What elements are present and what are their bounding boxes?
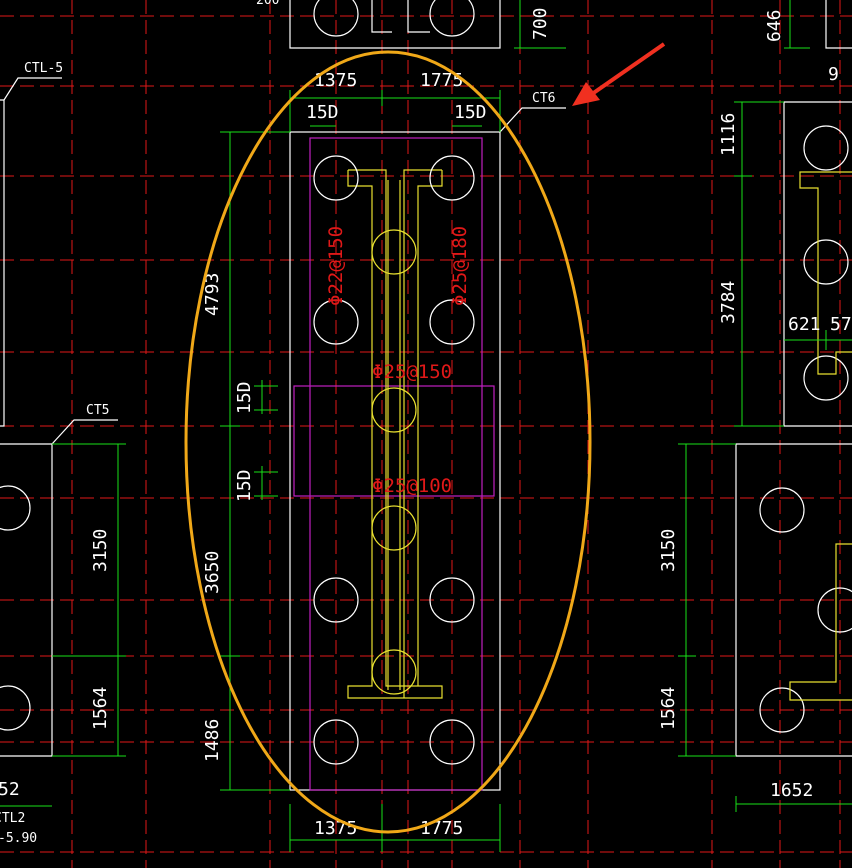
rebar-mid-bottom-label: Φ25@100	[372, 475, 452, 497]
dim-3650: 3650	[202, 551, 223, 594]
cut-top-label: 200	[256, 0, 279, 8]
ctl5-cap	[0, 77, 62, 427]
dim-top-left: 1375	[314, 70, 357, 91]
ct6-label: CT6	[532, 91, 555, 106]
rebar-left-label: Φ22@150	[325, 226, 347, 306]
right-lower-cap	[735, 443, 852, 757]
dim-1652: 1652	[770, 780, 813, 801]
dim-1564-left: 1564	[90, 687, 111, 730]
dim-bottom-right: 1775	[420, 818, 463, 839]
ct6-piles	[313, 155, 475, 765]
cut-right-top-label: 9	[828, 64, 839, 85]
dim-4793: 4793	[202, 273, 223, 316]
ct5-cap	[0, 419, 118, 757]
dim-3150-left: 3150	[90, 529, 111, 572]
dim-15d-left: 15D	[306, 102, 339, 123]
dim-15d-v2: 15D	[234, 469, 255, 502]
ctl2-label: CTL2	[0, 811, 25, 826]
ct5-label: CT5	[86, 403, 109, 418]
ct6-center-piles	[371, 229, 417, 695]
dim-646: 646	[764, 9, 785, 42]
dim-700: 700	[530, 7, 551, 40]
cut-bottom-left-label: 52	[0, 779, 20, 800]
right-lower-beam	[789, 543, 852, 701]
dim-3150-right: 3150	[658, 529, 679, 572]
rebar-mid-top-label: Φ25@150	[372, 361, 452, 383]
annotation-arrow	[572, 42, 666, 106]
right-upper-cap	[783, 0, 852, 427]
highlight-ellipse	[184, 50, 592, 834]
dim-bottom-left: 1375	[314, 818, 357, 839]
dim-top-right: 1775	[420, 70, 463, 91]
dim-1486: 1486	[202, 719, 223, 762]
dim-3784: 3784	[718, 281, 739, 324]
dim-621: 621	[788, 314, 821, 335]
dim-579: 579	[830, 314, 852, 335]
dim-15d-right: 15D	[454, 102, 487, 123]
rebar-right-label: Φ25@180	[449, 226, 471, 306]
right-upper-beam	[799, 171, 852, 375]
top-pile-cap	[289, 0, 501, 49]
dim-15d-v1: 15D	[234, 381, 255, 414]
dim-1564-right: 1564	[658, 687, 679, 730]
rebar-zone-boxes	[293, 137, 495, 791]
ctl5-label: CTL-5	[24, 61, 63, 76]
elevation-label: -5.90	[0, 831, 37, 846]
dim-1116: 1116	[718, 113, 739, 156]
